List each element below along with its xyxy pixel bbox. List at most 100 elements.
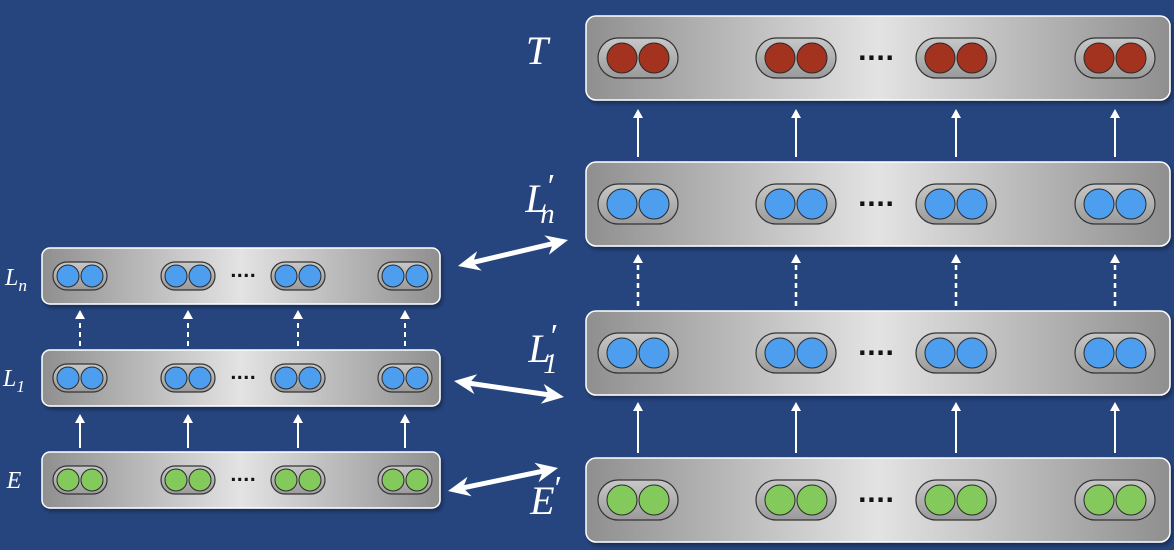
token-circle xyxy=(638,188,670,220)
right-solid-arrow-top-3 xyxy=(1110,109,1120,157)
token-pair xyxy=(915,37,997,79)
left-solid-arrow-0 xyxy=(75,414,85,448)
label-prime: ′ xyxy=(546,168,554,205)
left-dashed-arrow-1 xyxy=(183,310,193,346)
layer-bar xyxy=(41,349,441,407)
token-circle xyxy=(80,264,104,288)
label-base: E xyxy=(529,478,554,523)
token-pair xyxy=(377,261,433,291)
ellipsis-mark: ···· xyxy=(858,44,894,72)
token-circle xyxy=(924,337,956,369)
token-pair xyxy=(915,479,997,521)
right-solid-arrow-bottom-1 xyxy=(791,402,801,453)
left-label-ln: Ln xyxy=(4,265,27,295)
token-circle xyxy=(796,337,828,369)
right-solid-arrow-bottom-3 xyxy=(1110,402,1120,453)
right-solid-arrow-top-0 xyxy=(633,109,643,157)
right-solid-arrow-top-1 xyxy=(791,109,801,157)
ellipsis-mark: ···· xyxy=(858,339,894,367)
right-dashed-arrow-2 xyxy=(951,254,961,306)
left-dashed-arrow-2 xyxy=(293,310,303,346)
ellipsis-mark: ···· xyxy=(858,190,894,218)
token-circle xyxy=(1083,484,1115,516)
label-subscript: 1 xyxy=(16,377,25,396)
token-pair xyxy=(1074,183,1156,225)
token-circle xyxy=(1083,188,1115,220)
token-pair xyxy=(1074,479,1156,521)
align-arrow-l1 xyxy=(454,374,564,404)
token-circle xyxy=(188,366,212,390)
token-pair xyxy=(597,332,679,374)
left-solid-arrow-2 xyxy=(293,414,303,448)
token-circle xyxy=(298,468,322,492)
right-solid-arrow-bottom-0 xyxy=(633,402,643,453)
label-base: L xyxy=(4,265,18,291)
token-circle xyxy=(1083,42,1115,74)
label-base: L xyxy=(527,326,550,371)
token-circle xyxy=(164,264,188,288)
token-circle xyxy=(638,337,670,369)
label-base: T xyxy=(526,28,551,73)
token-pair xyxy=(755,37,837,79)
layer-bar xyxy=(585,457,1171,543)
token-circle xyxy=(1115,188,1147,220)
token-pair xyxy=(270,465,326,495)
token-circle xyxy=(405,264,429,288)
ellipsis-mark: ···· xyxy=(230,267,256,287)
token-pair xyxy=(377,465,433,495)
token-circle xyxy=(405,468,429,492)
token-circle xyxy=(638,42,670,74)
token-circle xyxy=(188,264,212,288)
token-pair xyxy=(755,183,837,225)
left-dashed-arrow-3 xyxy=(400,310,410,346)
token-circle xyxy=(274,468,298,492)
token-circle xyxy=(80,468,104,492)
right-label-l1-prime: L′1 xyxy=(527,318,557,380)
token-circle xyxy=(164,366,188,390)
token-pair xyxy=(160,465,216,495)
token-circle xyxy=(924,484,956,516)
token-circle xyxy=(764,42,796,74)
token-circle xyxy=(956,337,988,369)
token-circle xyxy=(274,366,298,390)
right-solid-arrow-top-2 xyxy=(951,109,961,157)
token-circle xyxy=(956,188,988,220)
token-pair xyxy=(52,261,108,291)
right-layer-ln-prime: ···· xyxy=(585,161,1171,247)
token-circle xyxy=(606,484,638,516)
layer-bar xyxy=(41,247,441,305)
right-dashed-arrow-1 xyxy=(791,254,801,306)
right-label-ln-prime: L′n xyxy=(524,168,554,230)
left-solid-arrow-3 xyxy=(400,414,410,448)
align-arrow-e xyxy=(448,462,558,497)
token-pair xyxy=(915,332,997,374)
right-dashed-arrow-3 xyxy=(1110,254,1120,306)
token-circle xyxy=(796,188,828,220)
token-circle xyxy=(405,366,429,390)
right-layer-e-prime: ···· xyxy=(585,457,1171,543)
token-circle xyxy=(606,337,638,369)
token-circle xyxy=(381,264,405,288)
token-pair xyxy=(52,363,108,393)
token-circle xyxy=(1115,42,1147,74)
token-pair xyxy=(270,261,326,291)
token-circle xyxy=(188,468,212,492)
token-circle xyxy=(381,468,405,492)
left-label-e: E xyxy=(6,468,22,494)
token-pair xyxy=(597,183,679,225)
token-pair xyxy=(755,479,837,521)
layer-bar xyxy=(585,310,1171,396)
right-label-e-prime: E′ xyxy=(529,470,560,523)
token-circle xyxy=(764,337,796,369)
token-circle xyxy=(164,468,188,492)
token-circle xyxy=(638,484,670,516)
label-base: E xyxy=(6,468,22,494)
token-circle xyxy=(298,366,322,390)
layer-bar xyxy=(585,15,1171,101)
label-base: L xyxy=(2,366,16,392)
right-layer-t: ···· xyxy=(585,15,1171,101)
token-circle xyxy=(298,264,322,288)
token-circle xyxy=(606,42,638,74)
token-pair xyxy=(915,183,997,225)
